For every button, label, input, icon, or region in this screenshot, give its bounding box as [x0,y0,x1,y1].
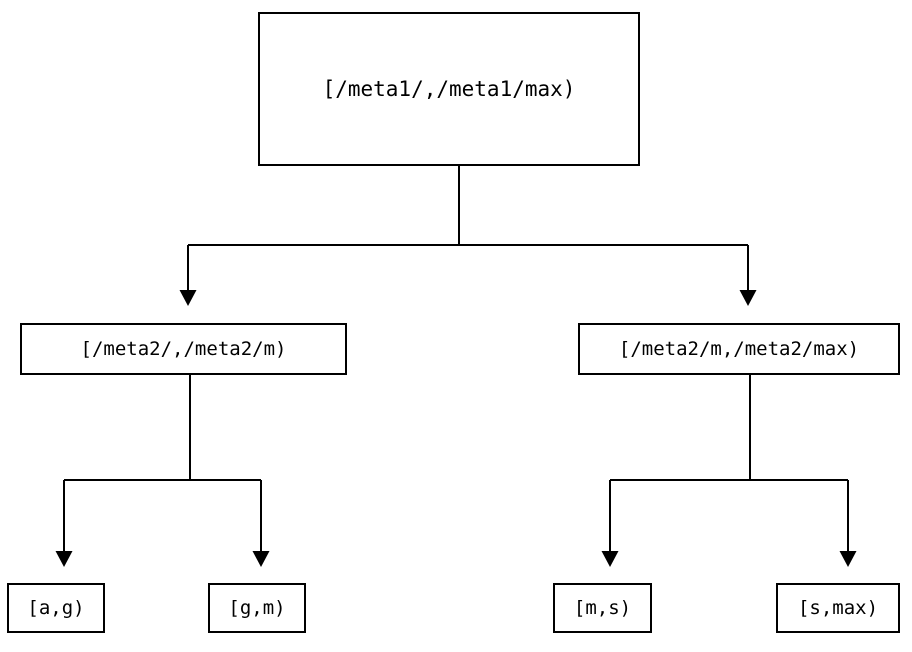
arrowhead-mid-left-to-leaf-ag [55,551,73,567]
edge-mid-right-to-leaves [601,375,857,567]
tree-node-leaf-s-max[interactable]: [s,max) [776,583,900,633]
arrowhead-root-to-mid-left [179,290,197,306]
edge-mid-left-to-leaves [55,375,270,567]
tree-node-leaf-a-g[interactable]: [a,g) [7,583,105,633]
tree-node-mid-left[interactable]: [/meta2/,/meta2/m) [20,323,347,375]
arrowhead-mid-left-to-leaf-gm [252,551,270,567]
arrowhead-root-to-mid-right [739,290,757,306]
tree-node-leaf-g-m[interactable]: [g,m) [208,583,306,633]
tree-node-leaf-m-s[interactable]: [m,s) [553,583,652,633]
tree-node-mid-right[interactable]: [/meta2/m,/meta2/max) [578,323,900,375]
arrowhead-mid-right-to-leaf-smax [839,551,857,567]
arrowhead-mid-right-to-leaf-ms [601,551,619,567]
tree-node-root[interactable]: [/meta1/,/meta1/max) [258,12,640,166]
edge-root-to-mid-level [179,166,757,306]
